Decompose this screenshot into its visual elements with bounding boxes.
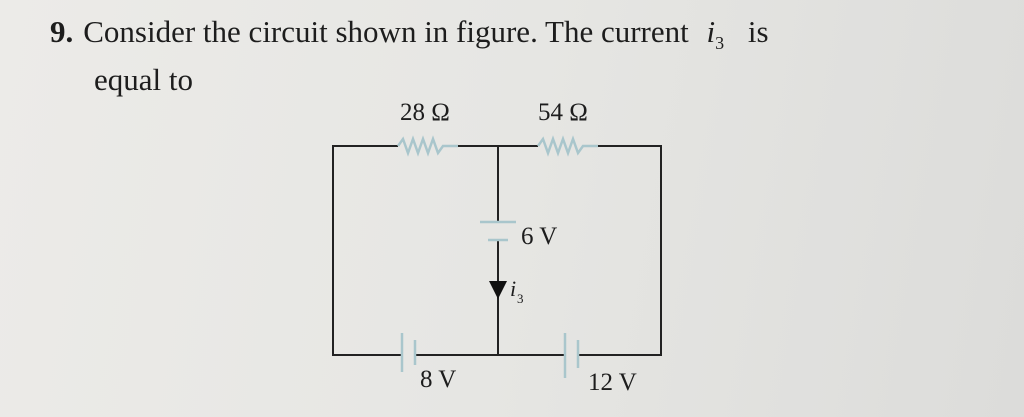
question-number: 9.: [50, 14, 74, 49]
circuit-wires: [332, 145, 662, 356]
resistor-54-ohm: [536, 135, 598, 157]
label-current: i: [510, 276, 516, 301]
current-arrow-icon: [489, 281, 507, 299]
question-text: Consider the circuit shown in figure. Th…: [83, 14, 689, 49]
label-8v: 8 V: [420, 366, 456, 393]
question-line-2: equal to: [94, 62, 193, 97]
label-current-subscript: 3: [517, 291, 524, 306]
label-54-ohm: 54 Ω: [538, 99, 588, 126]
resistor-28-ohm: [396, 135, 458, 157]
current-variable: i: [706, 14, 716, 49]
label-12v: 12 V: [588, 369, 637, 396]
label-28-ohm: 28 Ω: [400, 99, 450, 126]
question-text-end: is: [747, 14, 769, 49]
label-6v: 6 V: [521, 223, 557, 250]
question-line-1: 9. Consider the circuit shown in figure. …: [50, 14, 769, 54]
current-subscript: 3: [715, 33, 725, 54]
